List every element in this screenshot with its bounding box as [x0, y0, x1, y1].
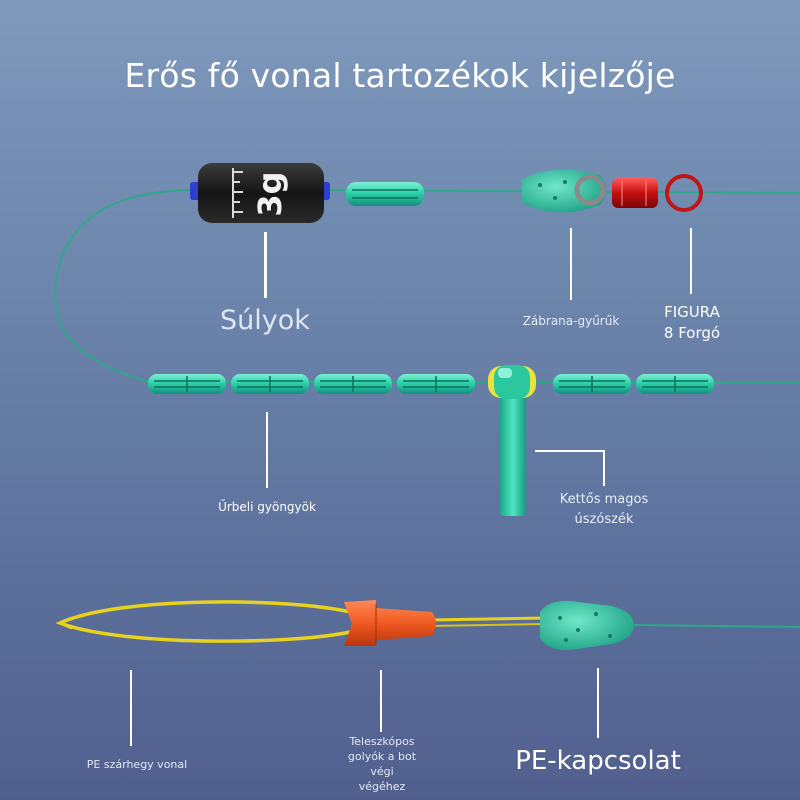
barrier-ring-bead	[522, 169, 606, 213]
label-swivel-line2: 8 Forgó	[663, 324, 721, 342]
label-weights: Súlyok	[220, 305, 310, 336]
pe-twisted-line	[429, 616, 546, 627]
space-bead-3	[314, 374, 392, 394]
pe-loop	[55, 600, 368, 643]
label-telescopic-line2: golyók a bot	[347, 750, 417, 763]
pointer-telescopic	[380, 670, 382, 732]
space-bead-5	[553, 374, 631, 394]
label-swivel: FIGURA 8 Forgó	[640, 302, 744, 344]
figure-8-swivel	[612, 174, 703, 212]
space-bead-1	[148, 374, 226, 394]
pointer-float-seat-v	[603, 450, 605, 486]
pointer-space-beads	[266, 412, 268, 488]
pointer-weights	[264, 232, 267, 298]
label-float-seat-line2: úszószék	[574, 512, 634, 527]
pointer-pe-tip-line	[130, 670, 132, 746]
space-bead-4	[397, 374, 475, 394]
label-float-seat-line1: Kettős magos	[559, 492, 649, 507]
pointer-pe-connection	[597, 668, 599, 738]
label-telescopic-line1: Teleszkópos	[349, 735, 415, 748]
middle-space-beads	[148, 374, 714, 394]
label-space-beads: Űrbeli gyöngyök	[218, 500, 316, 514]
pointer-float-seat-h	[535, 450, 605, 452]
space-bead-2	[231, 374, 309, 394]
pe-connection-cone	[540, 600, 634, 651]
label-telescopic: Teleszkópos golyók a bot végi végéhez	[330, 734, 434, 794]
page-title: Erős fő vonal tartozékok kijelzője	[124, 56, 676, 95]
label-pe-connection: PE-kapcsolat	[515, 746, 681, 776]
sinker-weight: 3g	[190, 163, 330, 223]
main-line-loop	[54, 189, 800, 384]
weight-mark: 3g	[251, 171, 289, 216]
bottom-main-line	[629, 624, 800, 628]
pointer-barrier-rings	[570, 228, 572, 300]
label-float-seat: Kettős magos úszószék	[544, 490, 664, 530]
telescopic-stopper	[344, 600, 436, 646]
pointer-swivel	[690, 228, 692, 294]
label-swivel-line1: FIGURA	[664, 303, 720, 321]
label-telescopic-line3: végi	[370, 765, 394, 778]
space-bead-6	[636, 374, 714, 394]
label-barrier-rings: Zábrana-gyűrűk	[522, 314, 620, 328]
label-pe-tip-line: PE szárhegy vonal	[86, 758, 188, 771]
label-telescopic-line4: végéhez	[358, 780, 406, 793]
double-core-float-seat	[488, 365, 536, 516]
top-space-bead	[346, 182, 424, 206]
